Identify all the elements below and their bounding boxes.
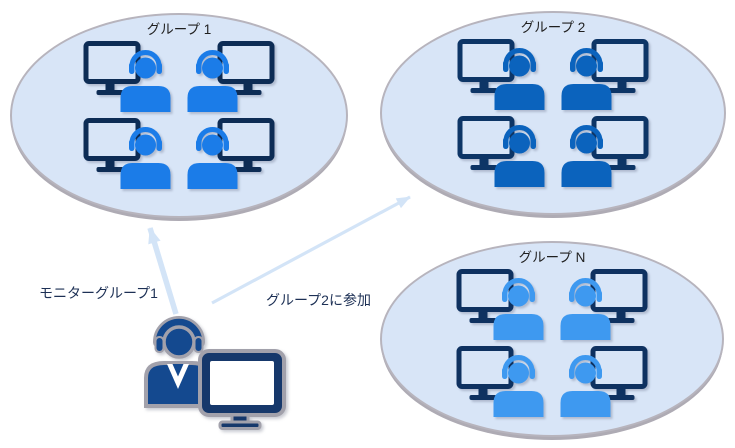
group-n-members	[459, 271, 645, 417]
arrow-join-group2	[211, 195, 411, 305]
workstation-icon	[560, 348, 645, 417]
group-2-members	[460, 41, 646, 187]
workstation-icon	[459, 348, 544, 417]
workstation-icon	[560, 271, 645, 340]
workstation-icon	[561, 41, 646, 110]
workstation-icon	[187, 43, 272, 112]
group-1-title: グループ 1	[146, 22, 212, 37]
group-n-ellipse: グループ N	[380, 241, 724, 437]
workstation-icon	[86, 43, 171, 112]
moderator-icon	[144, 316, 286, 430]
label-monitor-group1: モニターグループ1	[39, 285, 158, 301]
group-2-ellipse: グループ 2	[380, 11, 726, 215]
workstation-icon	[561, 118, 646, 187]
group-2-title: グループ 2	[520, 20, 586, 35]
workstation-icon	[86, 120, 171, 189]
workstation-icon	[459, 271, 544, 340]
label-join-group2: グループ2に参加	[266, 292, 371, 308]
headset-icon	[153, 316, 205, 353]
group-1-members	[86, 43, 272, 189]
workstation-icon	[460, 118, 545, 187]
group-1-ellipse: グループ 1	[10, 13, 348, 218]
workstation-icon	[187, 120, 272, 189]
workstation-icon	[460, 41, 545, 110]
moderator-monitor-icon	[198, 349, 286, 430]
group-n-title: グループ N	[518, 250, 586, 265]
